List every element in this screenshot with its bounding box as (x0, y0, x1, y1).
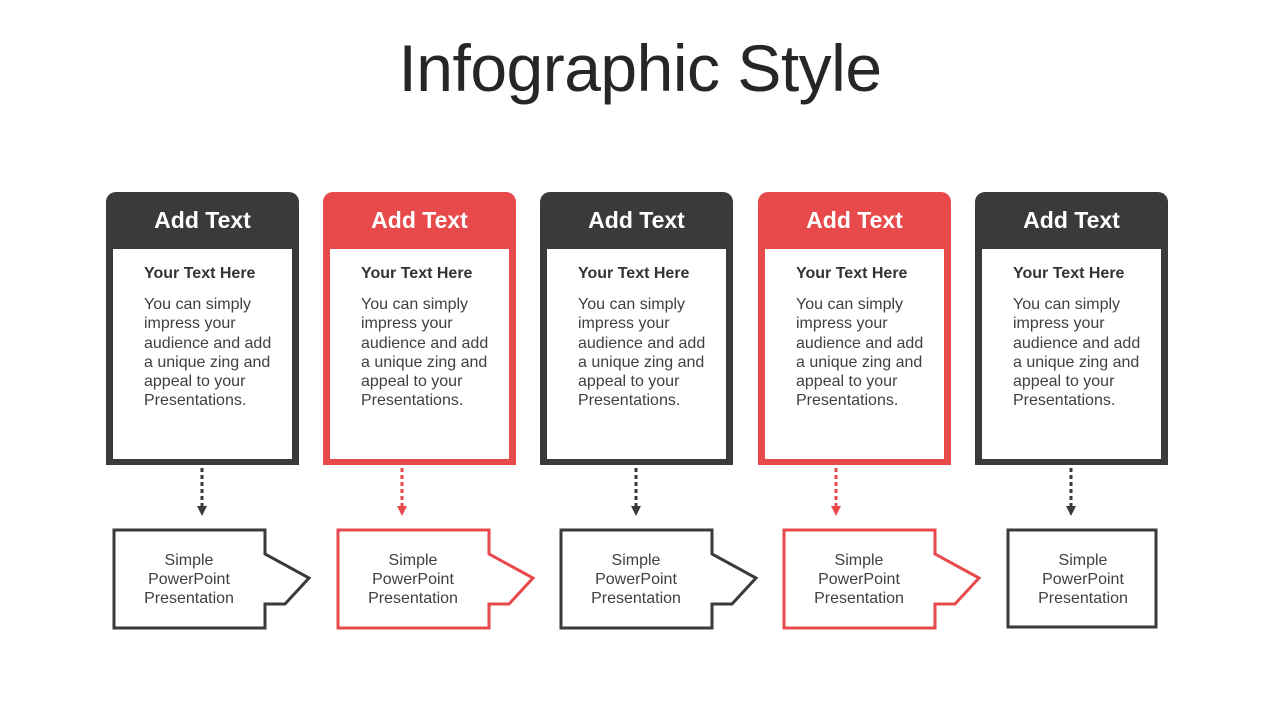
card-description: You can simply impress your audience and… (1013, 296, 1141, 410)
dotted-arrow-down-icon (197, 468, 207, 516)
card-body: Your Text Here You can simply impress yo… (765, 249, 944, 459)
page-title: Infographic Style (398, 31, 882, 105)
card-subheading: Your Text Here (144, 265, 256, 282)
card-2: Add Text Your Text Here You can simply i… (323, 192, 516, 465)
dotted-arrow-down-icon (631, 468, 641, 516)
card-1: Add Text Your Text Here You can simply i… (106, 192, 299, 465)
card-heading: Add Text (588, 207, 685, 233)
card-body: Your Text Here You can simply impress yo… (113, 249, 292, 459)
card-3: Add Text Your Text Here You can simply i… (540, 192, 733, 465)
card-4: Add Text Your Text Here You can simply i… (758, 192, 951, 465)
card-description: You can simply impress your audience and… (578, 296, 706, 410)
card-body: Your Text Here You can simply impress yo… (547, 249, 726, 459)
card-5: Add Text Your Text Here You can simply i… (975, 192, 1168, 465)
dotted-arrow-down-icon (831, 468, 841, 516)
card-description: You can simply impress your audience and… (796, 296, 924, 410)
card-subheading: Your Text Here (578, 265, 690, 282)
card-heading: Add Text (1023, 207, 1120, 233)
card-subheading: Your Text Here (1013, 265, 1125, 282)
arrow-box-icon (559, 528, 759, 630)
card-body: Your Text Here You can simply impress yo… (982, 249, 1161, 459)
box-icon (1006, 528, 1158, 629)
card-description: You can simply impress your audience and… (144, 296, 272, 410)
arrow-box-icon (112, 528, 312, 630)
card-subheading: Your Text Here (796, 265, 908, 282)
card-description: You can simply impress your audience and… (361, 296, 489, 410)
card-heading: Add Text (806, 207, 903, 233)
arrow-box-icon (782, 528, 982, 630)
arrow-box-icon (336, 528, 536, 630)
card-heading: Add Text (371, 207, 468, 233)
card-subheading: Your Text Here (361, 265, 473, 282)
card-body: Your Text Here You can simply impress yo… (330, 249, 509, 459)
dotted-arrow-down-icon (1066, 468, 1076, 516)
dotted-arrow-down-icon (397, 468, 407, 516)
card-heading: Add Text (154, 207, 251, 233)
